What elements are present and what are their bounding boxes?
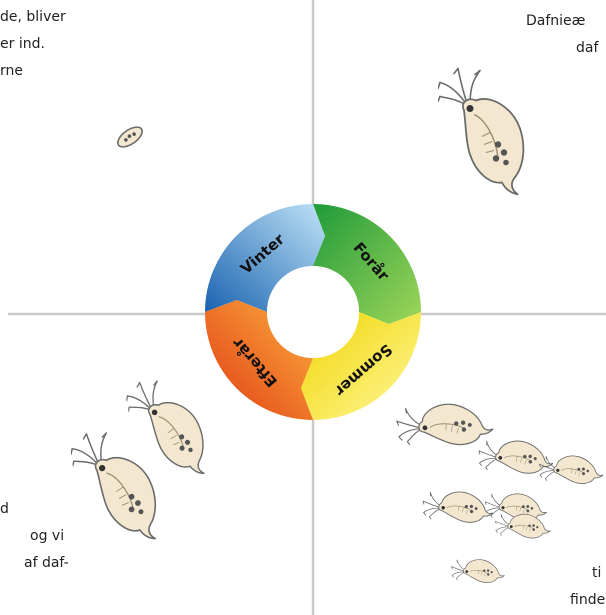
- daphnia-egg-icon: [117, 126, 143, 148]
- text-line: ti: [592, 565, 602, 581]
- daphnia-icon: [68, 424, 162, 550]
- text-line: daf: [576, 40, 599, 56]
- daphnia-illustrations: [68, 67, 605, 602]
- daphnia-icon: [416, 473, 496, 547]
- text-line: er ind.: [0, 36, 45, 52]
- text-line: rne: [0, 63, 23, 79]
- text-top-right: Dafnieæ daf: [526, 8, 598, 62]
- text-line: Dafnieæ: [526, 13, 586, 29]
- season-segment-1: [313, 204, 421, 325]
- text-bottom-left: d og vi af daf-: [0, 496, 69, 577]
- text-line: d: [0, 501, 9, 517]
- text-bottom-right: ti finde e: [570, 560, 606, 614]
- season-segment-2: [300, 312, 421, 420]
- daphnia-icon: [533, 439, 605, 506]
- text-line: og vi: [30, 528, 65, 544]
- season-segment-0: [205, 204, 326, 312]
- ring-center: [267, 266, 359, 358]
- quadrant-dividers: [8, 0, 606, 615]
- season-segment-3: [205, 299, 313, 420]
- text-top-left: de, bliver er ind. rne: [0, 4, 66, 85]
- daphnia-icon: [446, 545, 507, 602]
- text-line: finde e: [570, 592, 606, 608]
- text-line: de, bliver: [0, 9, 66, 25]
- daphnia-icon: [389, 381, 496, 478]
- daphnia-icon: [438, 67, 525, 196]
- text-line: af daf-: [24, 555, 69, 571]
